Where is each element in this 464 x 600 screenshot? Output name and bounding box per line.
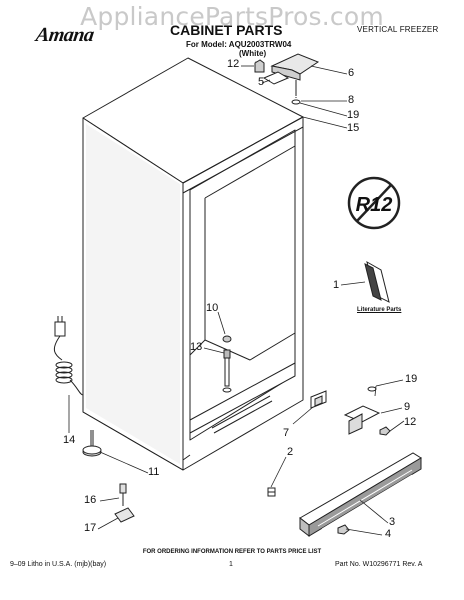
watermark: AppliancePartsPros.com — [80, 2, 384, 31]
callout-4: 4 — [385, 528, 392, 540]
part-number: Part No. W10296771 Rev. A — [335, 561, 423, 568]
literature-booklet — [364, 260, 390, 303]
callout-16: 16 — [84, 494, 97, 506]
ordering-note: FOR ORDERING INFORMATION REFER TO PARTS … — [142, 549, 322, 555]
callout-11: 11 — [148, 466, 160, 478]
drain-tube — [222, 335, 232, 393]
literature-parts-label: Literature Parts — [357, 307, 402, 313]
r12-badge-text: R12 — [356, 194, 393, 216]
r12-badge — [347, 176, 401, 230]
hinge-bracket-bottom — [310, 390, 327, 409]
rear-leg-assembly — [114, 483, 135, 523]
callout-15: 15 — [347, 122, 360, 134]
toe-grille — [299, 452, 422, 538]
power-cord — [53, 316, 84, 396]
callout-17: 17 — [84, 522, 97, 534]
callout-1: 1 — [333, 279, 340, 291]
screw-4 — [337, 524, 350, 535]
callout-19-bottom: 19 — [405, 373, 418, 385]
callout-12-top: 12 — [227, 58, 240, 70]
model-color: (White) — [239, 49, 267, 58]
model-number: For Model: AQU2003TRW04 — [186, 40, 292, 49]
callout-9: 9 — [404, 401, 411, 413]
product-category: VERTICAL FREEZER — [357, 25, 439, 34]
page-number: 1 — [229, 561, 233, 568]
leveling-leg — [82, 430, 102, 457]
callout-7: 7 — [283, 427, 290, 439]
callout-14: 14 — [63, 434, 76, 446]
toe-grille-clip — [267, 487, 276, 497]
callout-19-top: 19 — [347, 109, 360, 121]
callout-6: 6 — [348, 67, 355, 79]
callout-5: 5 — [258, 76, 265, 88]
hinge-top-part — [255, 53, 320, 105]
callout-13: 13 — [190, 341, 203, 353]
callout-10: 10 — [206, 302, 219, 314]
screw-12-top — [254, 59, 265, 73]
callout-12-bottom: 12 — [404, 416, 417, 428]
litho-info: 9–09 Litho in U.S.A. (mjb)(bay) — [10, 561, 107, 568]
callout-8: 8 — [348, 94, 355, 106]
hinge-bottom — [343, 386, 381, 435]
page-title: CABINET PARTS — [170, 22, 283, 38]
callout-2: 2 — [287, 446, 294, 458]
screw-12-bottom — [379, 426, 391, 436]
callout-3: 3 — [389, 516, 396, 528]
